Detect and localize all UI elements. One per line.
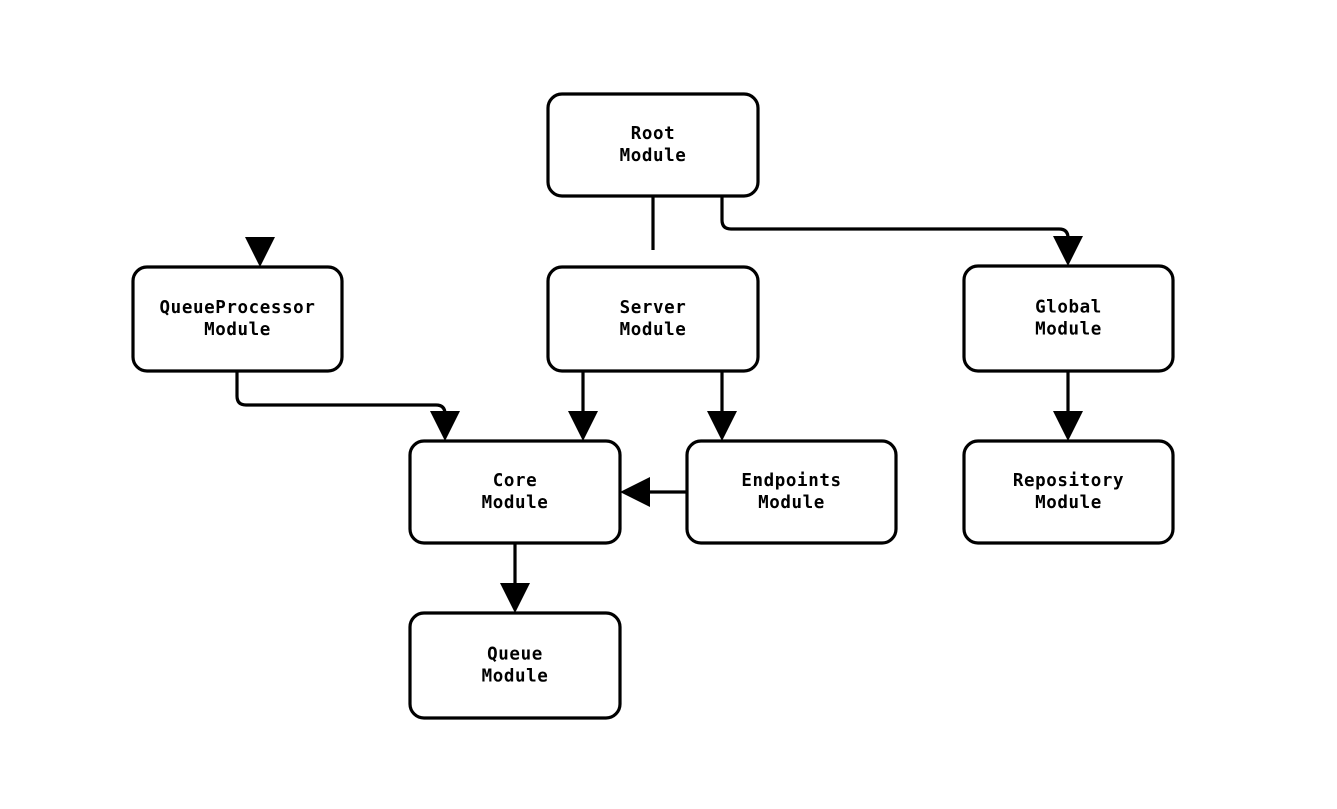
node-label-line1: Core (493, 471, 538, 491)
arrowhead-icon (245, 237, 275, 267)
arrowhead-icon (430, 411, 460, 441)
edge-server-to-core (568, 371, 598, 441)
arrowhead-icon (1053, 236, 1083, 266)
node-label-line2: Module (482, 493, 549, 513)
node-box[interactable] (131, 265, 344, 373)
edge-queueprocessor-to-core (235, 371, 460, 441)
arrowhead-icon (1053, 411, 1083, 441)
node-box[interactable] (962, 264, 1175, 373)
node-label-line2: Module (1035, 320, 1102, 340)
nodes-layer: RootModuleQueueProcessorModuleServerModu… (131, 92, 1175, 720)
edge-global-to-repository (1053, 371, 1083, 441)
node-label-line1: Server (620, 298, 687, 318)
edge-line (235, 371, 447, 424)
node-label-line2: Module (620, 320, 687, 340)
node-label-line1: QueueProcessor (160, 298, 316, 318)
node-box[interactable] (546, 92, 760, 198)
node-label-line2: Module (482, 667, 549, 687)
node-label-line2: Module (204, 320, 271, 340)
node-label-line1: Global (1035, 298, 1102, 318)
node-box[interactable] (962, 439, 1175, 545)
node-box[interactable] (685, 439, 898, 545)
edge-endpoints-to-core (620, 477, 687, 507)
node-label-line1: Queue (487, 645, 543, 665)
edge-root-to-server (245, 196, 655, 267)
edge-root-to-global (720, 196, 1083, 266)
edge-line (720, 196, 1070, 249)
edge-core-to-queue (500, 543, 530, 613)
arrowhead-icon (707, 411, 737, 441)
node-box[interactable] (408, 439, 622, 545)
node-label-line1: Repository (1013, 471, 1124, 491)
arrowhead-icon (620, 477, 650, 507)
node-box[interactable] (408, 611, 622, 720)
node-label-line2: Module (758, 493, 825, 513)
node-label-line1: Root (631, 124, 676, 144)
edge-server-to-endpoints (707, 371, 737, 441)
arrowhead-icon (568, 411, 598, 441)
node-label-line1: Endpoints (741, 471, 841, 491)
node-label-line2: Module (620, 146, 687, 166)
node-box[interactable] (546, 265, 760, 373)
arrowhead-icon (500, 583, 530, 613)
edges-layer (235, 196, 1083, 613)
node-label-line2: Module (1035, 493, 1102, 513)
